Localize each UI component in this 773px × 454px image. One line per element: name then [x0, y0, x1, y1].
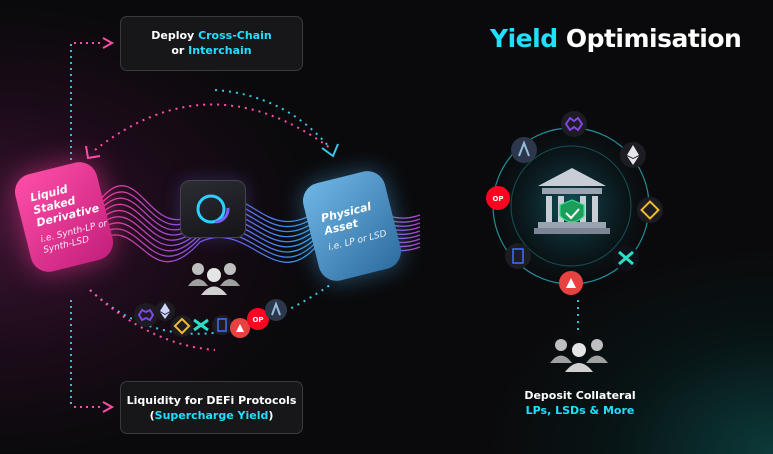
arbitrum-icon — [265, 299, 287, 321]
arbitrum-icon — [511, 137, 537, 163]
fantom-icon — [212, 315, 232, 335]
top-arc — [94, 103, 331, 151]
deposit-caption: Deposit Collateral LPs, LSDs & More — [510, 388, 650, 418]
avalanche-icon — [230, 318, 250, 338]
deposit-collateral-text: Deposit Collateral — [524, 389, 636, 402]
paren-close: ) — [268, 409, 274, 422]
polygon-icon — [561, 111, 587, 137]
vault-cluster: OP — [486, 111, 663, 295]
supercharge-text: Supercharge Yield — [154, 409, 269, 422]
shield-check-icon — [559, 199, 585, 223]
page-title: Yield Optimisation — [490, 24, 742, 53]
near-icon — [193, 318, 209, 332]
liquidity-box: Liquidity for DEFi Protocols (Supercharg… — [120, 381, 303, 434]
ethereum-icon — [620, 142, 646, 168]
interchain-text: Interchain — [188, 44, 252, 57]
paren-open: ( — [149, 409, 155, 422]
cross-chain-text: Cross-Chain — [198, 29, 272, 42]
or-text: or — [171, 44, 189, 57]
op-badge-text-right: OP — [492, 195, 503, 203]
fantom-icon — [505, 243, 531, 269]
protocol-logo-icon — [196, 194, 230, 224]
polygon-icon — [134, 303, 158, 327]
bnb-icon — [171, 315, 193, 337]
protocol-logo-card — [180, 180, 246, 238]
vault-orbit-inner — [510, 145, 632, 267]
op-badge-text: OP — [252, 316, 263, 324]
optimism-icon: OP — [486, 186, 510, 210]
token-row: OP — [134, 299, 287, 338]
ethereum-icon — [155, 301, 175, 321]
title-accent: Yield — [490, 24, 558, 53]
deploy-text: Deploy — [151, 29, 199, 42]
bnb-icon — [637, 197, 663, 223]
bottom-arrow — [102, 401, 115, 413]
deposit-assets-text: LPs, LSDs & More — [525, 404, 635, 417]
near-icon — [613, 245, 639, 271]
avalanche-icon — [559, 271, 583, 295]
top-arrow — [102, 37, 115, 49]
title-rest: Optimisation — [565, 24, 742, 53]
liquidity-text: Liquidity for DEFi Protocols — [126, 394, 297, 407]
optimism-icon: OP — [247, 308, 269, 330]
users-icon — [188, 263, 240, 295]
deploy-box: Deploy Cross-Chain or Interchain — [120, 16, 303, 71]
users-icon — [550, 339, 608, 372]
